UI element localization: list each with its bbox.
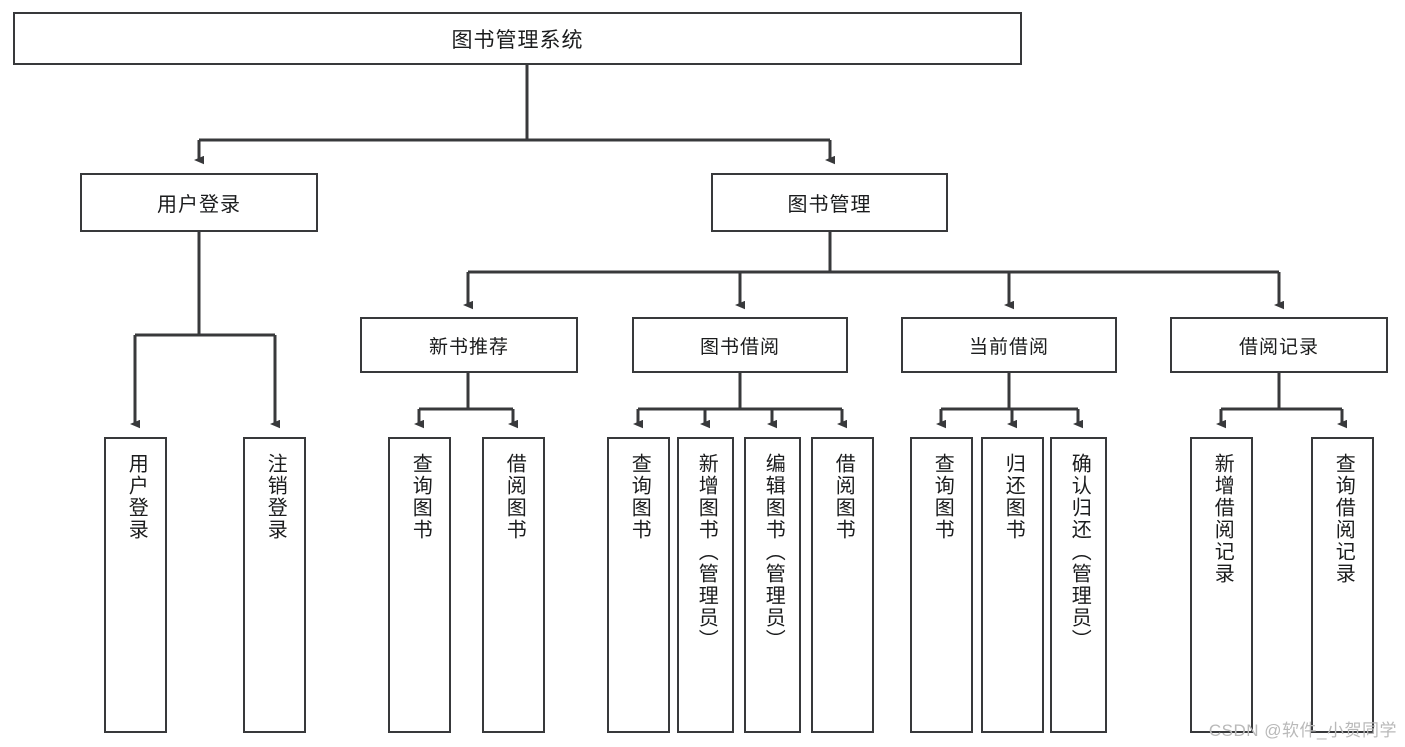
node-leaf-return-book-label: 归还图书 [1002,453,1025,541]
node-leaf-confirm-return[interactable]: 确认归还（管理员） [1050,437,1107,733]
node-leaf-borrow-book-2[interactable]: 借阅图书 [811,437,874,733]
node-leaf-user-logout[interactable]: 注销登录 [243,437,306,733]
node-leaf-query-book-1[interactable]: 查询图书 [388,437,451,733]
node-leaf-user-login-label: 用户登录 [125,453,148,541]
node-borrow-record[interactable]: 借阅记录 [1170,317,1388,373]
node-leaf-confirm-return-label: 确认归还（管理员） [1068,453,1091,651]
node-leaf-user-logout-label: 注销登录 [264,453,287,541]
node-book-borrow-label: 图书借阅 [699,336,780,358]
node-book-borrow[interactable]: 图书借阅 [632,317,848,373]
node-user-login[interactable]: 用户登录 [80,173,318,232]
node-leaf-query-book-2-label: 查询图书 [628,453,651,541]
node-new-book-recommend-label: 新书推荐 [428,336,509,358]
node-current-borrow[interactable]: 当前借阅 [901,317,1117,373]
node-root[interactable]: 图书管理系统 [13,12,1022,65]
node-leaf-user-login[interactable]: 用户登录 [104,437,167,733]
node-leaf-add-record-label: 新增借阅记录 [1211,453,1234,585]
node-root-label: 图书管理系统 [451,28,584,52]
node-book-manage[interactable]: 图书管理 [711,173,948,232]
watermark: CSDN @软件_小贺同学 [1208,721,1397,740]
node-leaf-add-book-label: 新增图书（管理员） [695,453,718,651]
node-leaf-query-book-3-label: 查询图书 [931,453,954,541]
node-current-borrow-label: 当前借阅 [968,336,1049,358]
node-leaf-edit-book[interactable]: 编辑图书（管理员） [744,437,801,733]
node-leaf-add-book[interactable]: 新增图书（管理员） [677,437,734,733]
node-leaf-query-book-1-label: 查询图书 [409,453,432,541]
node-leaf-add-record[interactable]: 新增借阅记录 [1190,437,1253,733]
node-leaf-borrow-book-1[interactable]: 借阅图书 [482,437,545,733]
node-leaf-query-book-2[interactable]: 查询图书 [607,437,670,733]
node-book-manage-label: 图书管理 [787,194,872,216]
node-leaf-query-record-label: 查询借阅记录 [1332,453,1355,585]
node-user-login-label: 用户登录 [157,194,241,216]
node-leaf-borrow-book-1-label: 借阅图书 [503,453,526,541]
node-new-book-recommend[interactable]: 新书推荐 [360,317,578,373]
node-leaf-query-record[interactable]: 查询借阅记录 [1311,437,1374,733]
node-leaf-borrow-book-2-label: 借阅图书 [832,453,855,541]
node-leaf-query-book-3[interactable]: 查询图书 [910,437,973,733]
node-leaf-return-book[interactable]: 归还图书 [981,437,1044,733]
node-borrow-record-label: 借阅记录 [1238,336,1319,358]
node-leaf-edit-book-label: 编辑图书（管理员） [762,453,785,651]
